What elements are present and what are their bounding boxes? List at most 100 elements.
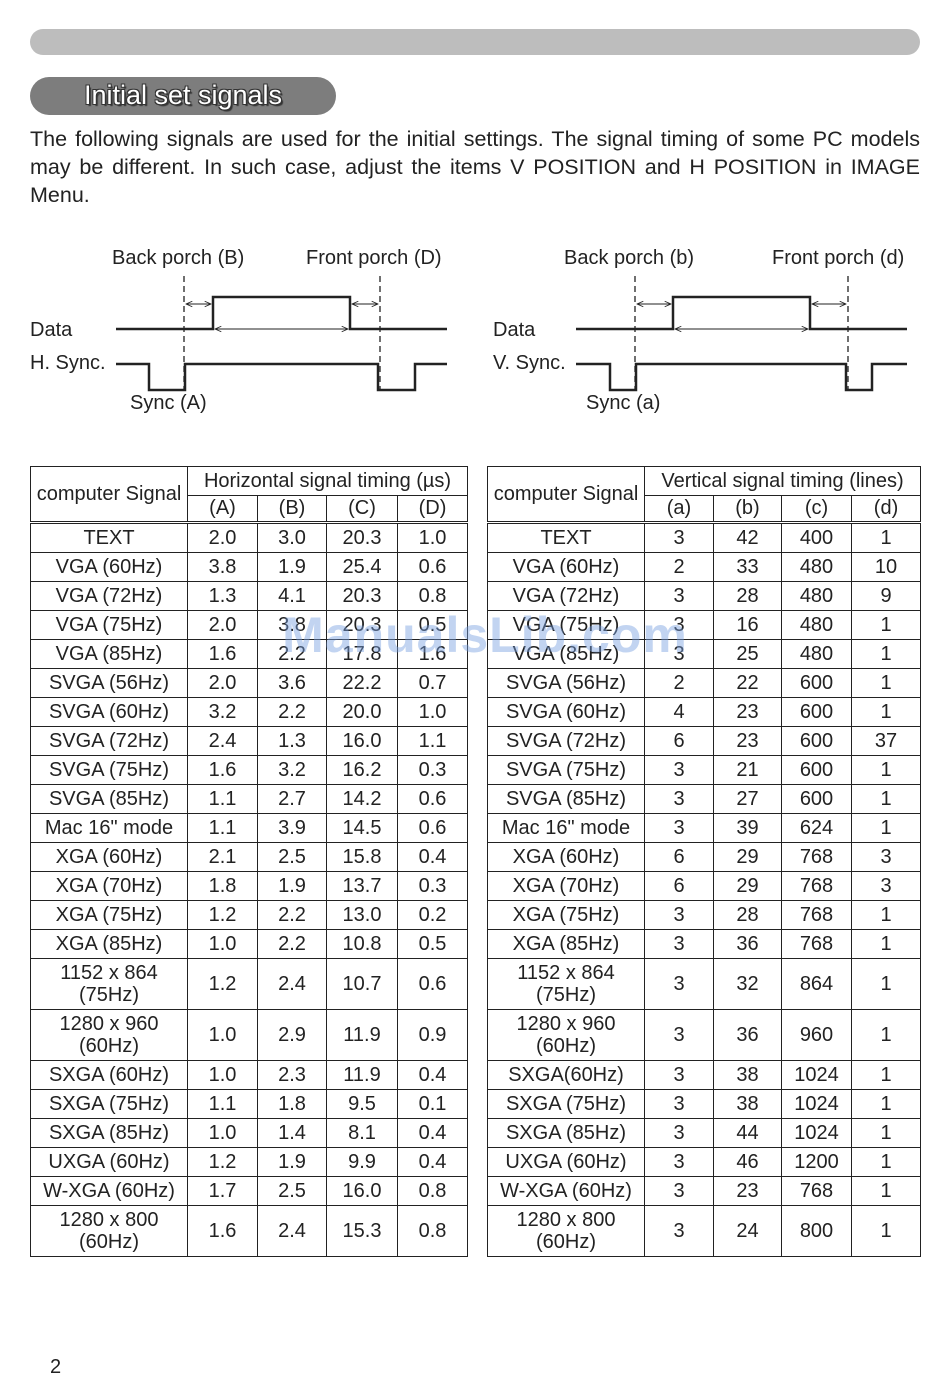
vertical-value-cell: 960	[781, 1009, 852, 1061]
horizontal-col-header: (A)	[187, 495, 258, 524]
vertical-value-cell: 480	[781, 639, 852, 669]
horizontal-value-cell: 2.5	[257, 1176, 327, 1206]
horizontal-value-cell: 1.6	[187, 755, 258, 785]
horizontal-value-cell: 2.0	[187, 668, 258, 698]
vertical-value-cell: 6	[644, 871, 714, 901]
horizontal-value-cell: 1.0	[187, 1118, 258, 1148]
vertical-value-cell: 29	[713, 842, 782, 872]
vertical-data-waveform	[576, 295, 907, 331]
horizontal-sync-width-label: Sync (A)	[130, 392, 207, 414]
vertical-value-cell: 1	[850, 668, 922, 698]
vertical-signal-cell: SVGA (56Hz)	[487, 668, 645, 698]
signal-timing-diagram: Back porch (B) Front porch (D) Data H. S…	[30, 247, 907, 414]
horizontal-sync-waveform	[116, 362, 447, 392]
vertical-signal-cell: 1280 x 800 (60Hz)	[487, 1205, 645, 1257]
horizontal-value-cell: 16.0	[326, 1176, 398, 1206]
vertical-signal-cell: TEXT	[487, 522, 645, 553]
horizontal-value-cell: 1.9	[257, 552, 327, 582]
horizontal-value-cell: 1.8	[187, 871, 258, 901]
vertical-value-cell: 624	[781, 813, 852, 843]
horizontal-signal-header: computer Signal	[30, 466, 188, 524]
vertical-value-cell: 400	[781, 522, 852, 553]
horizontal-value-cell: 11.9	[326, 1009, 398, 1061]
horizontal-value-cell: 14.5	[326, 813, 398, 843]
horizontal-value-cell: 1.0	[187, 1009, 258, 1061]
horizontal-value-cell: 20.3	[326, 581, 398, 611]
horizontal-signal-cell: XGA (60Hz)	[30, 842, 188, 872]
vertical-value-cell: 39	[713, 813, 782, 843]
vertical-value-cell: 1	[850, 697, 922, 727]
vertical-signal-cell: 1152 x 864 (75Hz)	[487, 958, 645, 1010]
horizontal-timing-diagram: Back porch (B) Front porch (D) Data H. S…	[30, 247, 447, 414]
vertical-value-cell: 1	[850, 610, 922, 640]
horizontal-value-cell: 2.7	[257, 784, 327, 814]
vertical-value-cell: 37	[850, 726, 922, 756]
vertical-value-cell: 3	[850, 842, 922, 872]
vertical-value-cell: 1	[850, 522, 922, 553]
horizontal-signal-cell: XGA (85Hz)	[30, 929, 188, 959]
vertical-value-cell: 36	[713, 1009, 782, 1061]
vertical-value-cell: 600	[781, 726, 852, 756]
horizontal-value-cell: 1.3	[257, 726, 327, 756]
vertical-front-porch-label: Front porch (d)	[772, 247, 904, 269]
vertical-value-cell: 3	[644, 784, 714, 814]
vertical-value-cell: 16	[713, 610, 782, 640]
horizontal-value-cell: 1.0	[187, 929, 258, 959]
vertical-signal-cell: XGA (85Hz)	[487, 929, 645, 959]
vertical-signal-cell: XGA (75Hz)	[487, 900, 645, 930]
horizontal-value-cell: 11.9	[326, 1060, 398, 1090]
vertical-value-cell: 21	[713, 755, 782, 785]
vertical-value-cell: 1	[850, 929, 922, 959]
horizontal-signal-cell: SXGA (85Hz)	[30, 1118, 188, 1148]
horizontal-signal-cell: VGA (60Hz)	[30, 552, 188, 582]
vertical-value-cell: 28	[713, 581, 782, 611]
vertical-sync-width-label: Sync (a)	[586, 392, 660, 414]
vertical-col-header: (d)	[850, 495, 922, 524]
horizontal-value-cell: 2.1	[187, 842, 258, 872]
horizontal-col-header: (D)	[396, 495, 469, 524]
horizontal-value-cell: 0.3	[396, 755, 469, 785]
vertical-timing-table: computer Signal Vertical signal timing (…	[487, 466, 922, 1257]
horizontal-back-porch-label: Back porch (B)	[112, 247, 244, 269]
vertical-value-cell: 6	[644, 842, 714, 872]
horizontal-value-cell: 0.5	[396, 610, 469, 640]
horizontal-signal-cell: SXGA (60Hz)	[30, 1060, 188, 1090]
vertical-value-cell: 38	[713, 1089, 782, 1119]
vertical-value-cell: 1	[850, 1176, 922, 1206]
watermark: ManualsLib.com	[282, 607, 688, 663]
horizontal-value-cell: 0.7	[396, 668, 469, 698]
horizontal-value-cell: 2.9	[257, 1009, 327, 1061]
horizontal-signal-cell: SVGA (60Hz)	[30, 697, 188, 727]
vertical-value-cell: 38	[713, 1060, 782, 1090]
vertical-value-cell: 3	[644, 639, 714, 669]
horizontal-value-cell: 3.2	[257, 755, 327, 785]
horizontal-value-cell: 0.1	[396, 1089, 469, 1119]
horizontal-signal-cell: SVGA (75Hz)	[30, 755, 188, 785]
horizontal-value-cell: 0.3	[396, 871, 469, 901]
horizontal-signal-cell: SVGA (85Hz)	[30, 784, 188, 814]
vertical-value-cell: 1	[850, 784, 922, 814]
vertical-value-cell: 480	[781, 610, 852, 640]
vertical-col-header: (a)	[644, 495, 714, 524]
section-title: Initial set signals	[83, 80, 283, 110]
vertical-value-cell: 3	[850, 871, 922, 901]
